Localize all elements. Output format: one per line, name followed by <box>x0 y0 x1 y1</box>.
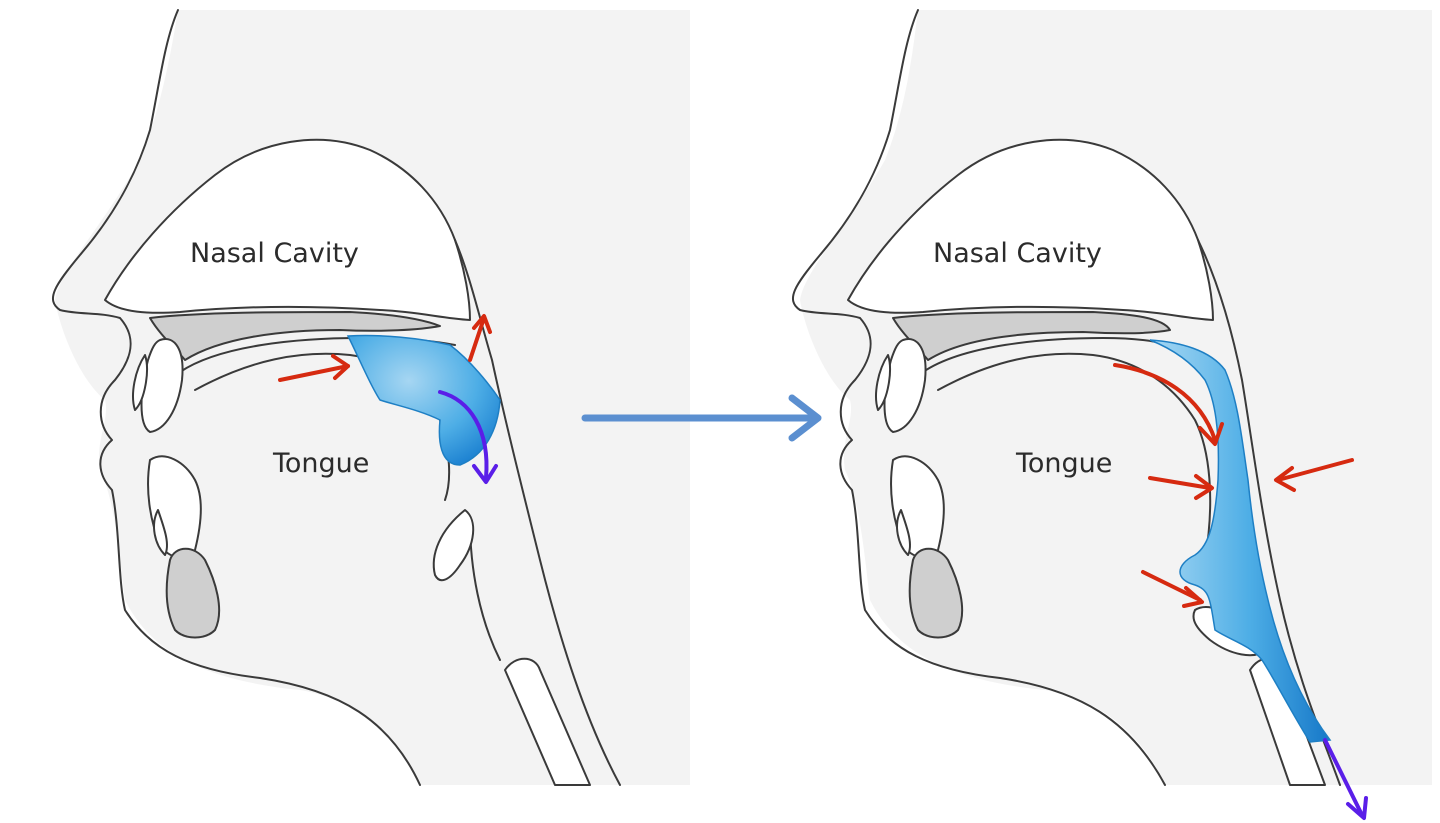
pharynx-back-wall <box>454 239 621 786</box>
force-arrow-pharynx-wall-head <box>1274 466 1296 492</box>
force-arrow-larynx-head <box>1182 586 1204 608</box>
mandible-bone <box>165 547 221 639</box>
face-profile <box>791 9 1166 786</box>
epiglottis <box>432 509 475 582</box>
mandible-bone <box>908 547 964 639</box>
force-arrow-palate <box>468 316 486 362</box>
flow-arrow-esophagus-head <box>1346 796 1368 820</box>
force-arrow-tongue-base-head <box>1194 474 1214 500</box>
label-tongue: Tongue <box>1015 448 1112 479</box>
force-arrow-palate-head <box>472 314 492 334</box>
upper-tooth <box>883 338 927 433</box>
pharynx-back-wall <box>1197 239 1341 786</box>
trachea <box>504 657 591 786</box>
hard-palate-line <box>922 337 1166 373</box>
upper-tooth-back <box>132 354 148 411</box>
flow-arrow-bolus-head <box>472 464 498 484</box>
force-arrow-soft-palate <box>1113 363 1217 442</box>
transition-arrow <box>581 394 822 442</box>
bolus-pharynx <box>1149 339 1332 743</box>
face-profile <box>51 9 421 786</box>
force-arrow-pharynx-wall <box>1276 458 1354 482</box>
lower-tooth-inner <box>153 509 168 556</box>
flow-arrow-esophagus <box>1323 738 1364 817</box>
force-arrow-larynx <box>1141 570 1202 602</box>
label-nasal-cavity: Nasal Cavity <box>190 238 359 269</box>
upper-tooth-back <box>875 354 891 411</box>
nasal-cavity-shape <box>104 138 471 321</box>
bolus-mouth <box>346 334 501 466</box>
label-nasal-cavity: Nasal Cavity <box>933 238 1102 269</box>
upper-tooth <box>140 338 184 433</box>
nasal-cavity-shape <box>847 138 1214 321</box>
hard-palate <box>149 311 441 361</box>
flow-arrow-bolus <box>438 390 489 480</box>
panel-after: Nasal Cavity Tongue <box>791 9 1432 820</box>
force-arrow-tongue-base <box>1148 476 1212 490</box>
panel-before: Nasal Cavity Tongue <box>51 9 690 786</box>
force-arrow-tongue-head <box>331 354 350 380</box>
force-arrow-soft-palate-head <box>1198 422 1224 446</box>
hard-palate <box>892 311 1171 361</box>
lower-tooth-inner <box>896 509 911 556</box>
force-arrow-tongue <box>278 364 350 382</box>
label-tongue: Tongue <box>272 448 369 479</box>
